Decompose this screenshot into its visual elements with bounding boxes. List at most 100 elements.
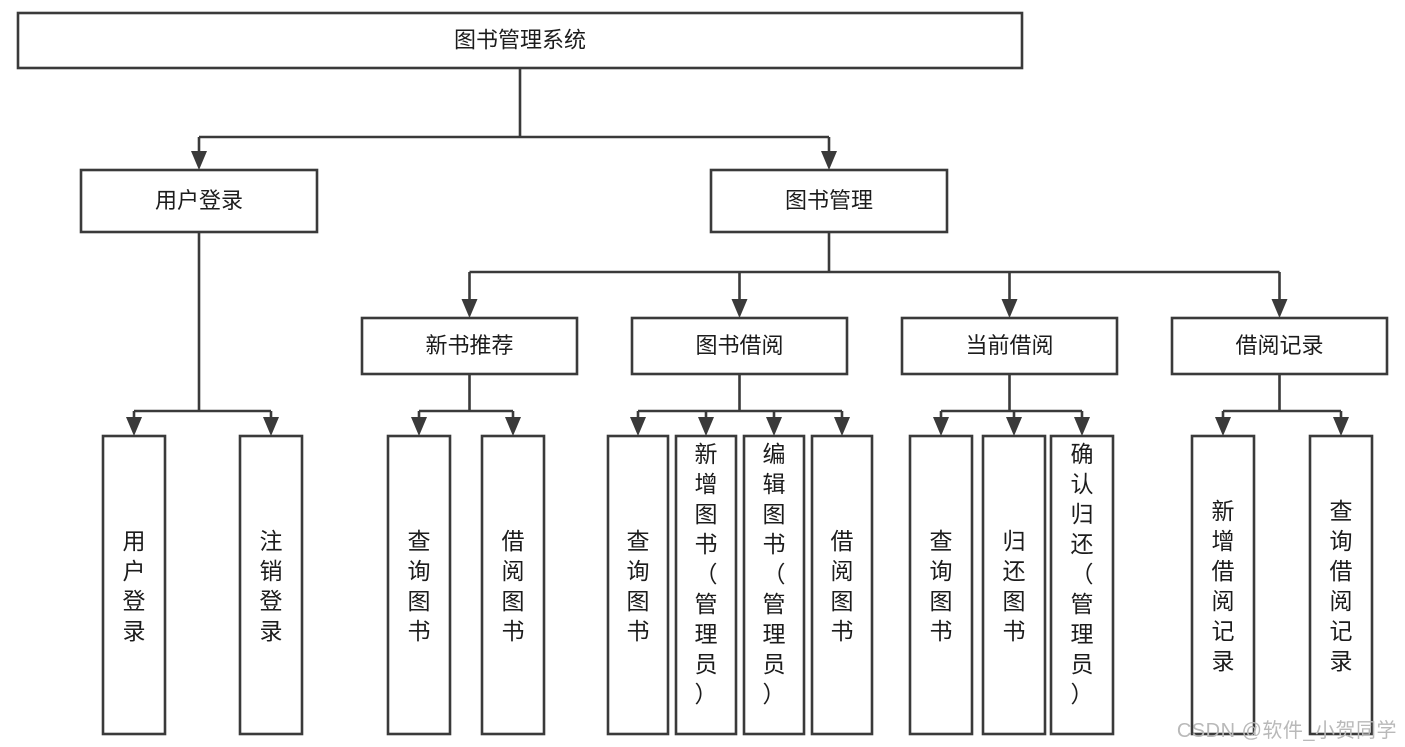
leaf-label-char: 阅	[1330, 588, 1353, 614]
leaf-label-char: 录	[1330, 648, 1353, 674]
leaf-label-char: 归	[1071, 501, 1094, 527]
leaf-label-char: 户	[123, 558, 146, 584]
leaf-label-char: 还	[1071, 531, 1094, 557]
arrow-head-icon	[505, 417, 521, 436]
arrow-head-icon	[191, 151, 207, 170]
connector-layer	[126, 68, 1349, 436]
leaf-label-char: 管	[695, 591, 718, 617]
node-root-label: 图书管理系统	[454, 27, 586, 52]
leaf-label-char: 销	[260, 558, 283, 584]
leaf-label-char: 员	[763, 651, 786, 677]
arrow-head-icon	[1271, 299, 1288, 318]
leaf-node-查询借阅记录[interactable]	[1308, 434, 1374, 736]
arrow-head-icon	[821, 151, 837, 170]
leaf-label-char: 书	[831, 618, 854, 644]
leaf-label-char: 员	[695, 651, 718, 677]
node-layer: 图书管理系统用户登录用户登录注销登录图书管理新书推荐查询图书借阅图书图书借阅查询…	[16, 11, 1389, 736]
leaf-label-char: （	[1071, 561, 1094, 587]
node-l2-label-用户登录: 用户登录	[155, 188, 243, 213]
arrow-head-icon	[1074, 417, 1090, 436]
leaf-label-char: 书	[627, 618, 650, 644]
arrow-head-icon	[126, 417, 142, 436]
leaf-label-char: 询	[408, 558, 431, 584]
arrow-head-icon	[263, 417, 279, 436]
node-l3-图书借阅[interactable]	[630, 316, 849, 376]
leaf-label-char: 查	[627, 528, 650, 554]
leaf-label-char: 登	[260, 588, 283, 614]
leaf-label-char: 询	[1330, 528, 1353, 554]
arrow-head-icon	[411, 417, 427, 436]
leaf-label-char: 录	[260, 618, 283, 644]
arrow-head-icon	[731, 299, 748, 318]
leaf-label-char: 询	[627, 558, 650, 584]
node-root-图书管理系统[interactable]	[16, 11, 1024, 70]
arrow-head-icon	[461, 299, 478, 318]
node-l3-借阅记录[interactable]	[1170, 316, 1389, 376]
leaf-label-char: 认	[1071, 471, 1094, 497]
leaf-label-char: 新	[695, 441, 718, 467]
arrow-head-icon	[698, 417, 714, 436]
leaf-label-char: 注	[260, 528, 283, 554]
leaf-node-借阅图书[interactable]	[480, 434, 546, 736]
leaf-label-char: 图	[1003, 588, 1026, 614]
leaf-label-char: 查	[1330, 498, 1353, 524]
leaf-label-char: 借	[831, 528, 854, 554]
leaf-label-char: 归	[1003, 528, 1026, 554]
node-l3-label-新书推荐: 新书推荐	[425, 333, 513, 358]
leaf-label-char: 理	[1071, 621, 1094, 647]
leaf-label-char: 确	[1071, 441, 1094, 467]
leaf-node-用户登录[interactable]	[101, 434, 167, 736]
node-l2-label-图书管理: 图书管理	[785, 188, 873, 213]
leaf-label-char: 理	[763, 621, 786, 647]
leaf-label-char: 书	[763, 531, 786, 557]
leaf-node-查询图书[interactable]	[606, 434, 670, 736]
leaf-node-label-用户登录: 用户登录	[123, 528, 146, 644]
leaf-label-char: 记	[1330, 618, 1353, 644]
leaf-label-char: 图	[502, 588, 525, 614]
leaf-label-char: ）	[763, 681, 786, 707]
leaf-node-确认归还管理员[interactable]	[1049, 434, 1115, 736]
node-l2-图书管理[interactable]	[709, 168, 949, 234]
leaf-label-char: 阅	[1212, 588, 1235, 614]
leaf-node-新增图书管理员[interactable]	[674, 434, 738, 736]
arrow-head-icon	[834, 417, 850, 436]
node-l3-当前借阅[interactable]	[900, 316, 1119, 376]
leaf-node-新增借阅记录[interactable]	[1190, 434, 1256, 736]
leaf-label-char: 借	[1212, 558, 1235, 584]
leaf-node-注销登录[interactable]	[238, 434, 304, 736]
leaf-label-char: 书	[1003, 618, 1026, 644]
leaf-label-char: 查	[408, 528, 431, 554]
leaf-node-归还图书[interactable]	[981, 434, 1047, 736]
leaf-label-char: 图	[763, 501, 786, 527]
leaf-label-char: 图	[930, 588, 953, 614]
leaf-node-查询图书[interactable]	[908, 434, 974, 736]
leaf-label-char: 图	[695, 501, 718, 527]
leaf-node-查询图书[interactable]	[386, 434, 452, 736]
arrow-head-icon	[1001, 299, 1018, 318]
arrow-head-icon	[1215, 417, 1231, 436]
arrow-head-icon	[766, 417, 782, 436]
leaf-label-char: 图	[408, 588, 431, 614]
leaf-label-char: 借	[1330, 558, 1353, 584]
leaf-label-char: 书	[695, 531, 718, 557]
leaf-node-借阅图书[interactable]	[810, 434, 874, 736]
node-l2-用户登录[interactable]	[79, 168, 319, 234]
leaf-label-char: 增	[695, 471, 718, 497]
leaf-node-编辑图书管理员[interactable]	[742, 434, 806, 736]
leaf-label-char: 阅	[831, 558, 854, 584]
node-l3-label-借阅记录: 借阅记录	[1235, 333, 1323, 358]
leaf-label-char: 查	[930, 528, 953, 554]
leaf-label-char: 书	[502, 618, 525, 644]
node-l3-新书推荐[interactable]	[360, 316, 579, 376]
